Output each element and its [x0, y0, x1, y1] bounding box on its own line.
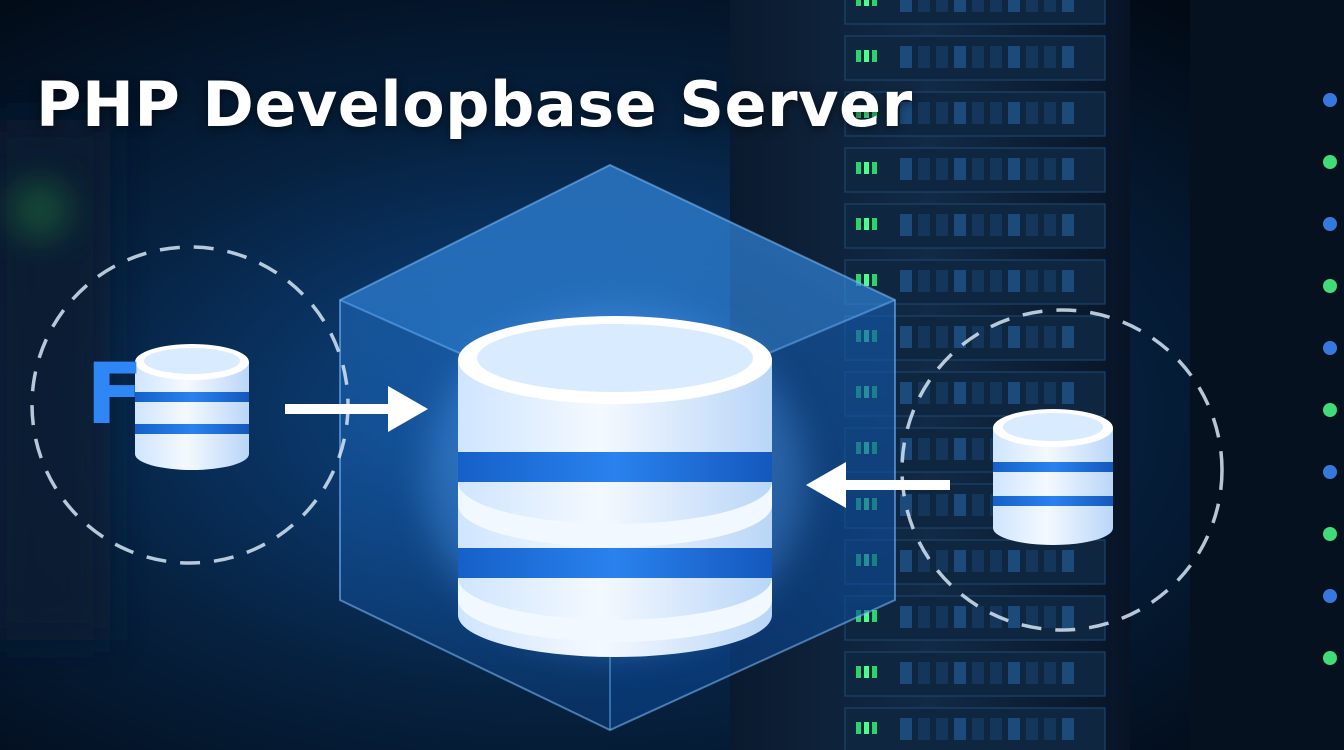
page-title: PHP Developbase Server	[36, 68, 913, 141]
right-database-icon	[993, 409, 1113, 545]
arrow-left-icon	[806, 462, 950, 508]
central-database-icon	[425, 310, 805, 657]
left-node-glyph: F	[86, 345, 144, 443]
right-orbit-ring	[900, 308, 1224, 632]
left-database-icon	[135, 344, 249, 470]
arrow-right-icon	[285, 386, 428, 432]
server-rack-icon	[730, 0, 1344, 750]
